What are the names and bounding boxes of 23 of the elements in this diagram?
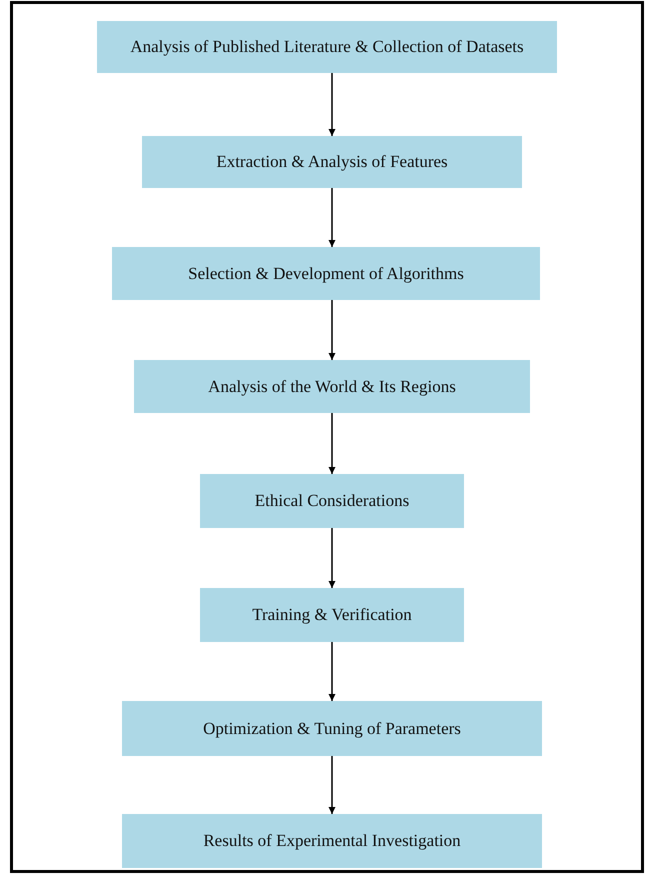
arrow [328,413,336,474]
process-box [97,21,557,73]
process-box [112,247,540,300]
process-box [200,474,464,528]
process-box [122,814,542,868]
box-label: Extraction & Analysis of Features [216,152,448,172]
process-box [134,360,530,413]
box-label: Results of Experimental Investigation [203,831,461,851]
arrow [328,300,336,360]
arrow [328,642,336,701]
box-label: Training & Verification [252,605,412,625]
process-box [142,136,522,188]
process-box [200,588,464,642]
process-box [122,701,542,756]
box-label: Selection & Development of Algorithms [188,264,464,284]
arrow [328,73,336,136]
arrow [328,188,336,247]
box-label: Analysis of Published Literature & Collection of Datasets [130,37,524,57]
box-label: Analysis of the World & Its Regions [208,376,456,396]
arrow [328,756,336,814]
arrow [328,528,336,588]
box-label: Ethical Considerations [254,491,410,511]
box-label: Optimization & Tuning of Parameters [203,718,461,738]
